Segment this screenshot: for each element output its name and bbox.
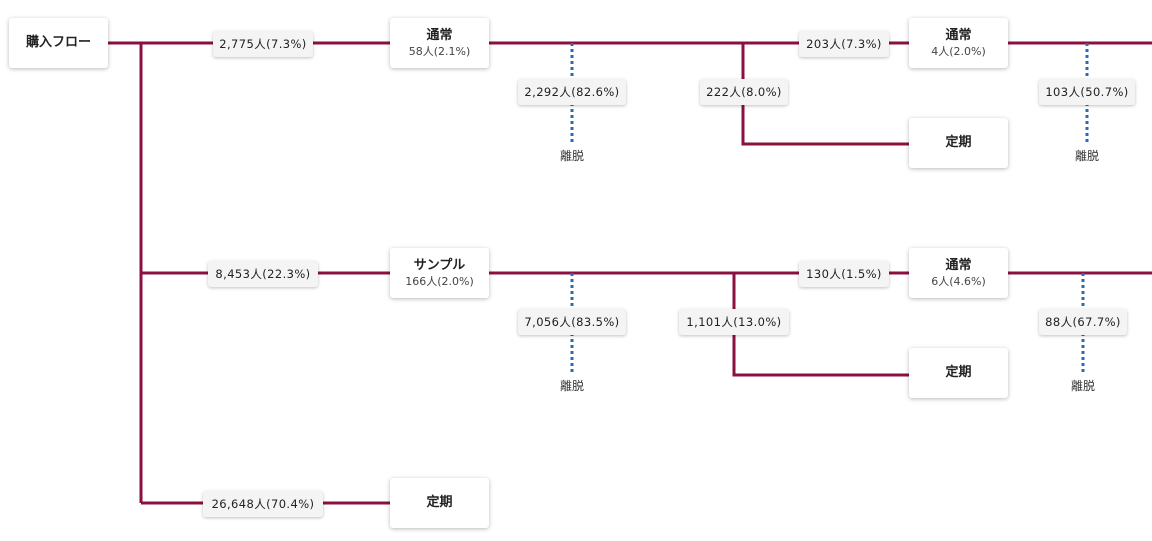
node-subscription-1[interactable]: 定期 (909, 118, 1008, 168)
node-title: 定期 (945, 135, 972, 150)
dropoff-label-3: 7,056人(83.5%) (518, 309, 626, 335)
exit-text-4: 離脱 (1070, 379, 1095, 393)
node-title: 定期 (426, 495, 453, 510)
node-sample[interactable]: サンプル 166人(2.0%) (390, 248, 489, 298)
node-normal-1[interactable]: 通常 58人(2.1%) (390, 18, 489, 68)
node-title: 通常 (945, 27, 972, 43)
node-subtitle: 166人(2.0%) (405, 274, 474, 288)
edge-label-root-normal: 2,775人(7.3%) (213, 31, 313, 57)
node-subscription-2[interactable]: 定期 (909, 348, 1008, 398)
edge-label-sample-normal: 130人(1.5%) (799, 261, 889, 287)
node-title: 通常 (945, 257, 972, 273)
exit-text-1: 離脱 (559, 149, 584, 163)
node-normal-2[interactable]: 通常 4人(2.0%) (909, 18, 1008, 68)
edge-label-normal-normal: 203人(7.3%) (799, 31, 889, 57)
node-title: 通常 (426, 27, 453, 43)
edge-label-sample-subscription: 1,101人(13.0%) (679, 309, 789, 335)
node-title: 定期 (945, 365, 972, 380)
dropoff-label-4: 88人(67.7%) (1039, 309, 1127, 335)
node-purchase-flow[interactable]: 購入フロー (9, 18, 108, 68)
node-title: サンプル (413, 257, 466, 273)
node-normal-3[interactable]: 通常 6人(4.6%) (909, 248, 1008, 298)
node-subscription-3[interactable]: 定期 (390, 478, 489, 528)
edge-label-root-sample: 8,453人(22.3%) (208, 261, 318, 287)
dropoff-label-2: 103人(50.7%) (1039, 79, 1135, 105)
node-subtitle: 6人(4.6%) (931, 274, 986, 288)
edge-label-normal-subscription: 222人(8.0%) (700, 79, 788, 105)
exit-text-3: 離脱 (559, 379, 584, 393)
node-title: 購入フロー (25, 35, 91, 50)
edge-label-root-subscription: 26,648人(70.4%) (203, 491, 323, 517)
connector-branch-down-1 (741, 43, 909, 146)
dropoff-label-1: 2,292人(82.6%) (518, 79, 626, 105)
node-subtitle: 58人(2.1%) (408, 44, 471, 58)
exit-text-2: 離脱 (1074, 149, 1099, 163)
connector-branch-down-2 (732, 273, 909, 377)
node-subtitle: 4人(2.0%) (931, 44, 986, 58)
